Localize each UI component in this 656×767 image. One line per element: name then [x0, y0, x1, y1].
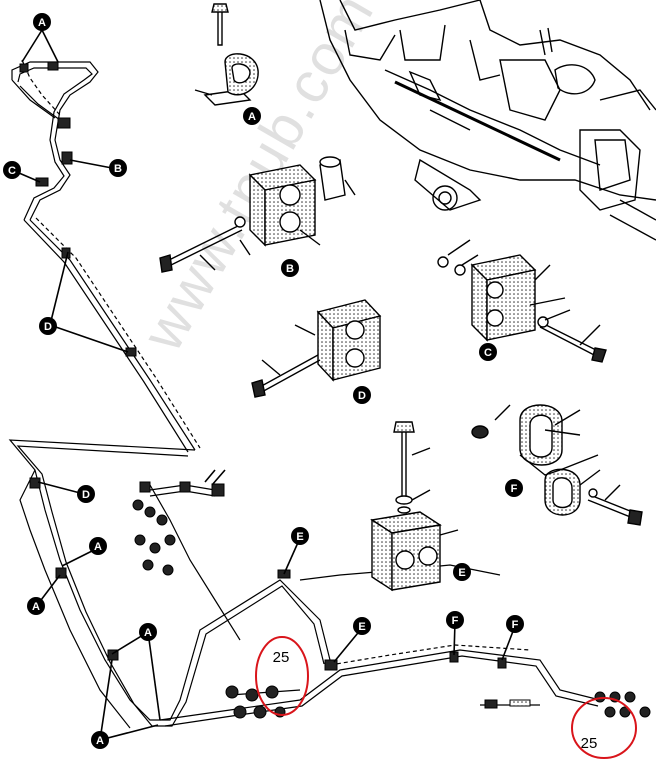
callout-b-block: B [281, 259, 299, 277]
svg-text:D: D [358, 390, 366, 402]
svg-text:A: A [38, 17, 46, 29]
callout-d-lower: D [77, 485, 95, 503]
callout-e-route-1: E [291, 527, 309, 545]
block-b-detail [159, 156, 356, 273]
svg-text:F: F [511, 483, 518, 495]
highlight-left: 25 [255, 636, 309, 716]
block-c-detail [437, 239, 607, 363]
svg-text:25: 25 [273, 649, 290, 666]
svg-text:C: C [484, 347, 492, 359]
svg-text:A: A [248, 111, 256, 123]
callout-a-clamp: A [243, 107, 261, 125]
svg-text:A: A [144, 627, 152, 639]
svg-text:E: E [358, 621, 365, 633]
svg-text:A: A [32, 601, 40, 613]
fittings [19, 61, 651, 719]
callout-b-route: B [109, 159, 127, 177]
svg-text:E: E [296, 531, 303, 543]
callout-f-clamp: F [505, 479, 523, 497]
callout-a-left-4: A [91, 731, 109, 749]
callout-a-left-2: A [27, 597, 45, 615]
callout-a-top: A [33, 13, 51, 31]
svg-text:B: B [286, 263, 294, 275]
callout-a-left-1: A [89, 537, 107, 555]
svg-text:A: A [96, 735, 104, 747]
callout-c-route: C [3, 161, 21, 179]
callout-f-route-2: F [506, 615, 524, 633]
svg-text:A: A [94, 541, 102, 553]
svg-text:D: D [82, 489, 90, 501]
svg-text:B: B [114, 163, 122, 175]
svg-text:E: E [458, 567, 465, 579]
callout-c-block: C [479, 343, 497, 361]
tube-routing [8, 59, 601, 729]
svg-text:F: F [452, 615, 459, 627]
callout-f-route-1: F [446, 611, 464, 629]
svg-text:D: D [44, 321, 52, 333]
callout-e-block: E [453, 563, 471, 581]
callout-d-route: D [39, 317, 57, 335]
block-e-detail [370, 421, 459, 592]
clamp-a-detail [194, 3, 259, 106]
highlight-right: 25 [571, 697, 637, 759]
svg-text:F: F [512, 619, 519, 631]
helicopter-illustration [319, 0, 656, 241]
callout-d-block: D [353, 386, 371, 404]
callout-e-route-2: E [353, 617, 371, 635]
svg-text:C: C [8, 165, 16, 177]
clamp-f-detail [471, 404, 643, 526]
callout-a-left-3: A [139, 623, 157, 641]
block-d-detail [251, 299, 382, 398]
svg-text:25: 25 [581, 735, 598, 752]
